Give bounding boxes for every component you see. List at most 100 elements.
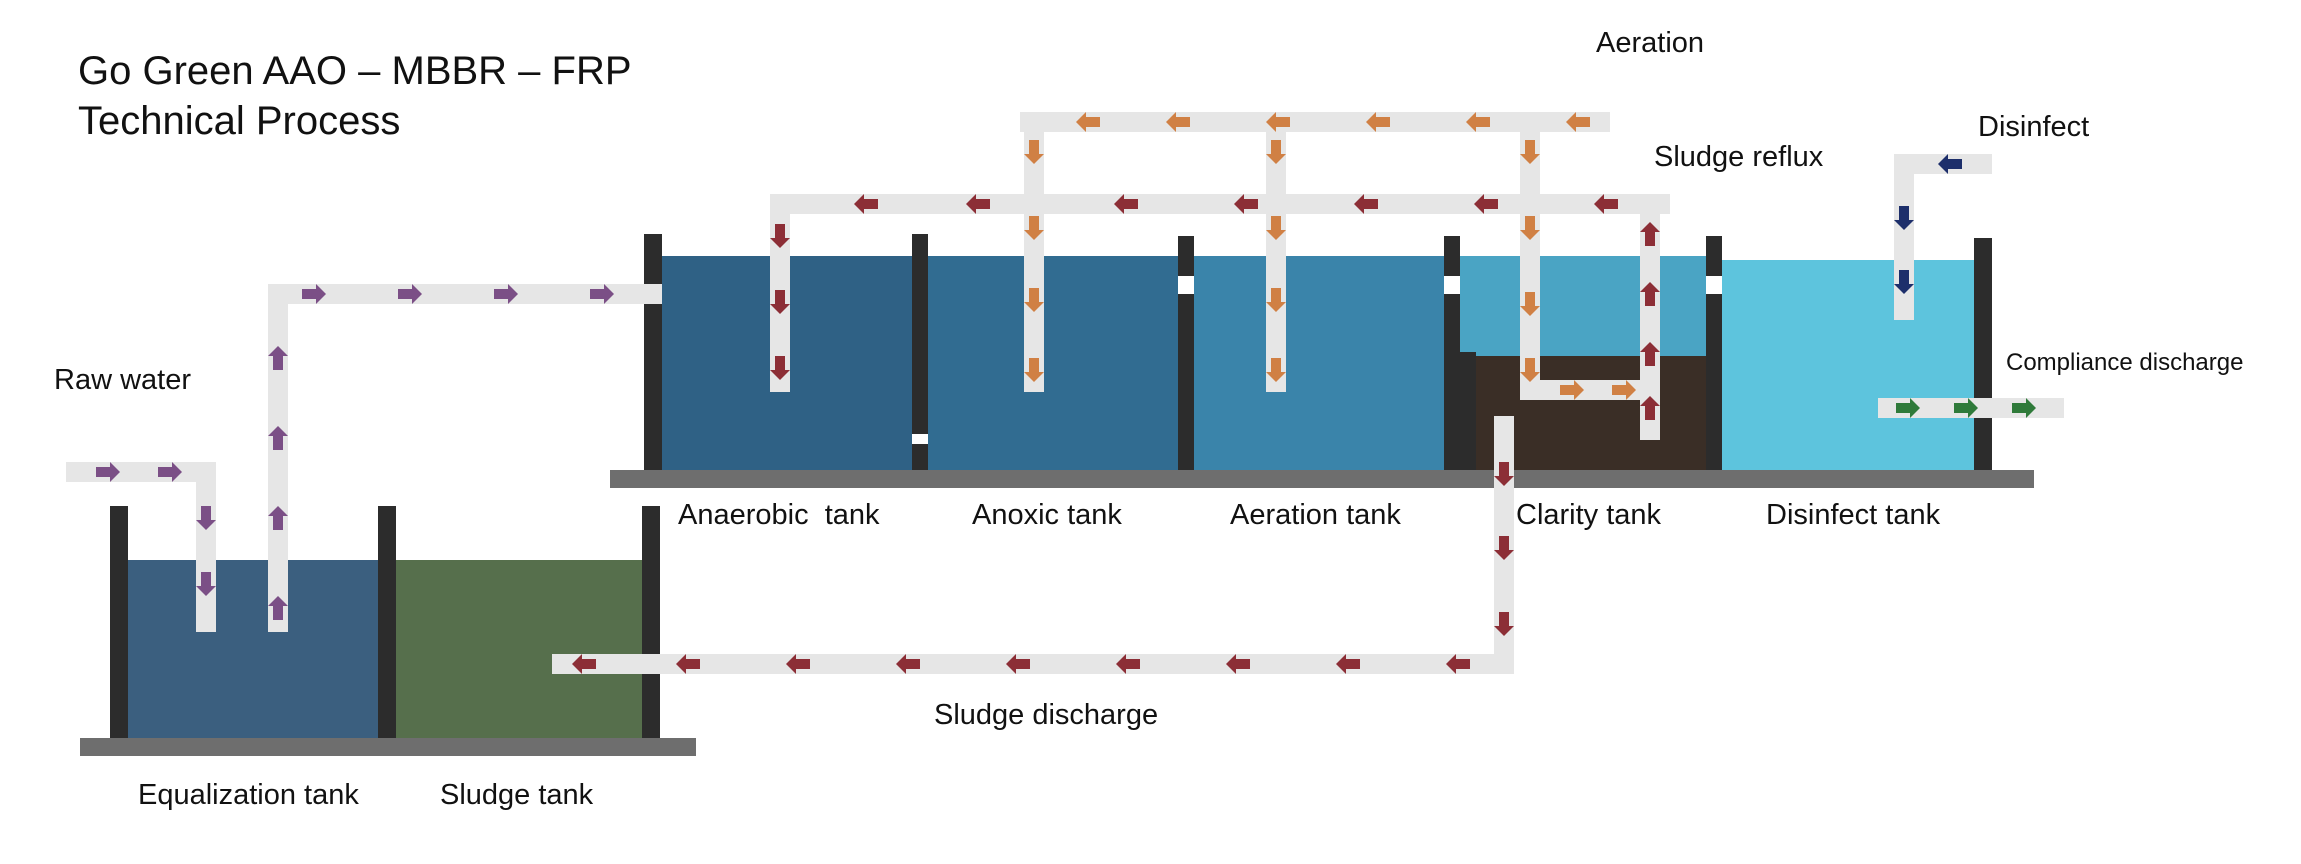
arrow-down-icon [1494, 612, 1514, 636]
arrow-right-icon [1954, 398, 1978, 418]
partition-wall-upper [912, 234, 928, 434]
arrow-left-icon [1354, 194, 1378, 214]
arrow-right-icon [302, 284, 326, 304]
sludge-flow-arrows [572, 194, 1660, 674]
main-tank-base [610, 470, 2034, 488]
arrow-down-icon [770, 224, 790, 248]
aeration-drop-anoxic [1024, 112, 1044, 392]
lift-riser-pipe [268, 284, 288, 632]
sludge-reflux-label: Sludge reflux [1654, 141, 1824, 173]
arrow-down-icon [1024, 358, 1044, 382]
arrow-left-icon [1474, 194, 1498, 214]
sludge-tank-water [394, 560, 642, 738]
lift-header-pipe [268, 284, 662, 304]
arrow-left-icon [854, 194, 878, 214]
arrow-left-icon [676, 654, 700, 674]
sludge-tank-label: Sludge tank [440, 779, 594, 811]
aeration-tank-water [1194, 256, 1444, 470]
arrow-down-icon [1494, 462, 1514, 486]
arrow-right-icon [590, 284, 614, 304]
arrow-down-icon [1266, 288, 1286, 312]
partition-wall-upper [1444, 236, 1460, 276]
arrow-right-icon [96, 462, 120, 482]
disinfect-flow-arrows [1894, 154, 1962, 294]
arrow-up-icon [1640, 342, 1660, 366]
lower-partition-wall [378, 506, 396, 738]
arrow-up-icon [1640, 396, 1660, 420]
equalization-tank-water [126, 560, 380, 738]
arrow-down-icon [196, 572, 216, 596]
disinfect-drop-pipe [1894, 154, 1914, 320]
aeration-drop-aeration [1266, 112, 1286, 392]
arrow-down-icon [770, 290, 790, 314]
compliance-flow-arrows [1896, 398, 2036, 418]
arrow-right-icon [1896, 398, 1920, 418]
arrow-left-icon [1114, 194, 1138, 214]
diagram-title-line1: Go Green AAO – MBBR – FRP [78, 49, 632, 93]
arrow-down-icon [1266, 358, 1286, 382]
raw-water-label: Raw water [54, 364, 191, 396]
aeration-header-pipe [1020, 112, 1610, 132]
partition-wall-lower [1706, 294, 1722, 470]
arrow-left-icon [1336, 654, 1360, 674]
partition-wall-lower [1178, 294, 1194, 470]
arrow-up-icon [268, 426, 288, 450]
arrow-left-icon [786, 654, 810, 674]
arrow-down-icon [1024, 140, 1044, 164]
arrow-down-icon [770, 356, 790, 380]
arrow-up-icon [268, 596, 288, 620]
disinfect-tank-water [1722, 260, 1976, 470]
anoxic-tank-water [928, 256, 1178, 470]
sludge-discharge-label: Sludge discharge [934, 699, 1158, 731]
clarity-tank-label: Clarity tank [1516, 499, 1662, 531]
arrow-down-icon [1894, 206, 1914, 230]
aeration-drop-clarity [1520, 112, 1540, 400]
arrow-right-icon [158, 462, 182, 482]
arrow-left-icon [1466, 112, 1490, 132]
pipe-network [66, 112, 2064, 674]
arrow-down-icon [1520, 216, 1540, 240]
arrow-left-icon [1166, 112, 1190, 132]
arrow-right-icon [494, 284, 518, 304]
arrow-up-icon [1640, 222, 1660, 246]
compliance-discharge-label: Compliance discharge [2006, 349, 2243, 376]
arrow-down-icon [196, 506, 216, 530]
raw-water-inlet-pipe [66, 462, 216, 482]
arrow-down-icon [1266, 216, 1286, 240]
aeration-tank-label: Aeration tank [1230, 499, 1401, 531]
arrow-left-icon [896, 654, 920, 674]
arrow-down-icon [1520, 358, 1540, 382]
arrow-right-icon [2012, 398, 2036, 418]
lower-tank-base [80, 738, 696, 756]
partition-wall-lower [1444, 294, 1460, 470]
arrow-up-icon [1640, 282, 1660, 306]
arrow-left-icon [1938, 154, 1962, 174]
arrow-left-icon [1076, 112, 1100, 132]
partition-wall-lower [912, 444, 928, 470]
arrow-left-icon [1594, 194, 1618, 214]
anaerobic-left-wall [644, 234, 662, 470]
reflux-riser-pipe [1640, 194, 1660, 440]
anaerobic-tank-label: Anaerobic tank [678, 499, 880, 531]
arrow-left-icon [1446, 654, 1470, 674]
arrow-right-icon [398, 284, 422, 304]
arrow-down-icon [1266, 140, 1286, 164]
equalization-left-wall [110, 506, 128, 738]
arrow-down-icon [1024, 216, 1044, 240]
diagram-title-line2: Technical Process [78, 99, 400, 143]
aeration-flow-label: Aeration [1596, 27, 1704, 59]
anoxic-tank-label: Anoxic tank [972, 499, 1122, 531]
arrow-down-icon [1520, 292, 1540, 316]
arrow-right-icon [1612, 380, 1636, 400]
arrow-right-icon [1560, 380, 1584, 400]
clarity-inner-baffle [1460, 352, 1476, 470]
arrow-left-icon [1006, 654, 1030, 674]
arrow-down-icon [1024, 288, 1044, 312]
arrow-left-icon [966, 194, 990, 214]
arrow-left-icon [572, 654, 596, 674]
arrow-left-icon [1366, 112, 1390, 132]
arrow-left-icon [1116, 654, 1140, 674]
arrow-left-icon [1234, 194, 1258, 214]
arrow-down-icon [1894, 270, 1914, 294]
